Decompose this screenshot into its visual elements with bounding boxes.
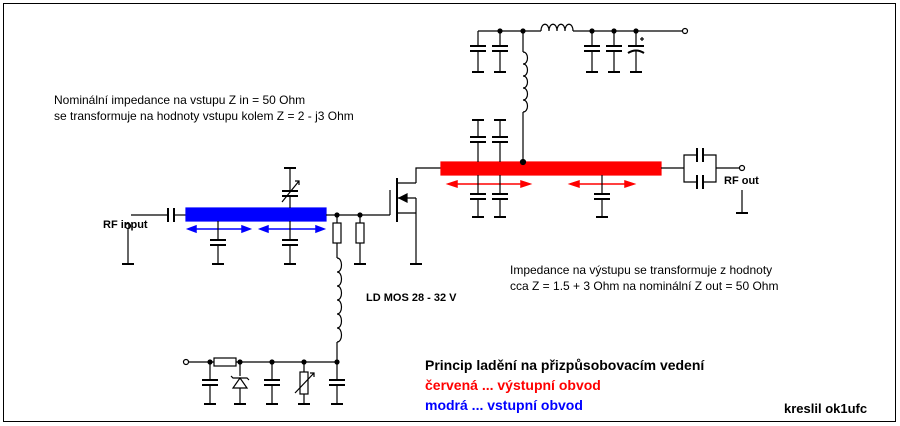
output-impedance-note: Impedance na výstupu se transformuje z h…: [510, 262, 778, 294]
output-tune-arrows: [445, 179, 637, 189]
drain-decoupling-capacitors: [470, 31, 645, 73]
bias-capacitor-3: [329, 362, 345, 405]
rf-input-label: RF input: [103, 219, 148, 231]
input-impedance-note-line2: se transformuje na hodnoty vstupu kolem …: [54, 109, 354, 123]
bias-potentiometer: [294, 362, 315, 405]
bias-capacitor-1: [202, 362, 218, 405]
bias-supply-rail: [182, 357, 340, 367]
legend-title: Princip ladění na přizpůsobovacím vedení: [425, 357, 705, 373]
input-shunt-capacitor-1: [210, 221, 226, 265]
output-coupling-capacitors: [661, 148, 739, 189]
rf-input-port: [122, 214, 168, 265]
output-shunt-caps-top: [470, 119, 508, 162]
legend-red-output: červená ... výstupní obvod: [425, 377, 601, 393]
output-impedance-note-line1: Impedance na výstupu se transformuje z h…: [510, 263, 773, 277]
output-shunt-caps-bottom: [470, 175, 610, 218]
bias-capacitor-2: [264, 362, 280, 405]
rf-out-label: RF out: [724, 175, 759, 187]
input-impedance-note: Nominální impedance na vstupu Z in = 50 …: [54, 92, 354, 124]
drain-supply-rail: [478, 23, 689, 35]
ldmos-transistor: [389, 167, 441, 265]
gate-bias-inductor: [336, 257, 343, 362]
input-impedance-note-line1: Nominální impedance na vstupu Z in = 50 …: [54, 93, 306, 107]
input-coupling-capacitor: [167, 208, 186, 222]
drain-feed-inductor: [519, 28, 529, 166]
zener-diode: [230, 362, 250, 405]
output-impedance-note-line2: cca Z = 1.5 + 3 Ohm na nominální Z out =…: [510, 279, 779, 293]
input-tune-arrows: [185, 224, 327, 234]
rf-output-port: [736, 164, 748, 214]
input-microstrip-line: [185, 207, 327, 222]
legend-blue-input: modrá ... vstupní obvod: [425, 397, 583, 413]
gate-feed-wire: [326, 212, 390, 218]
author-credit: kreslil ok1ufc: [784, 401, 868, 416]
transistor-label: LD MOS 28 - 32 V: [366, 292, 457, 304]
input-shunt-capacitor-2: [282, 221, 298, 265]
gate-resistor-1: [332, 215, 342, 258]
output-microstrip-line: [440, 161, 662, 176]
input-trimmer-capacitor: [281, 167, 300, 208]
gate-resistor-2: [354, 215, 366, 265]
